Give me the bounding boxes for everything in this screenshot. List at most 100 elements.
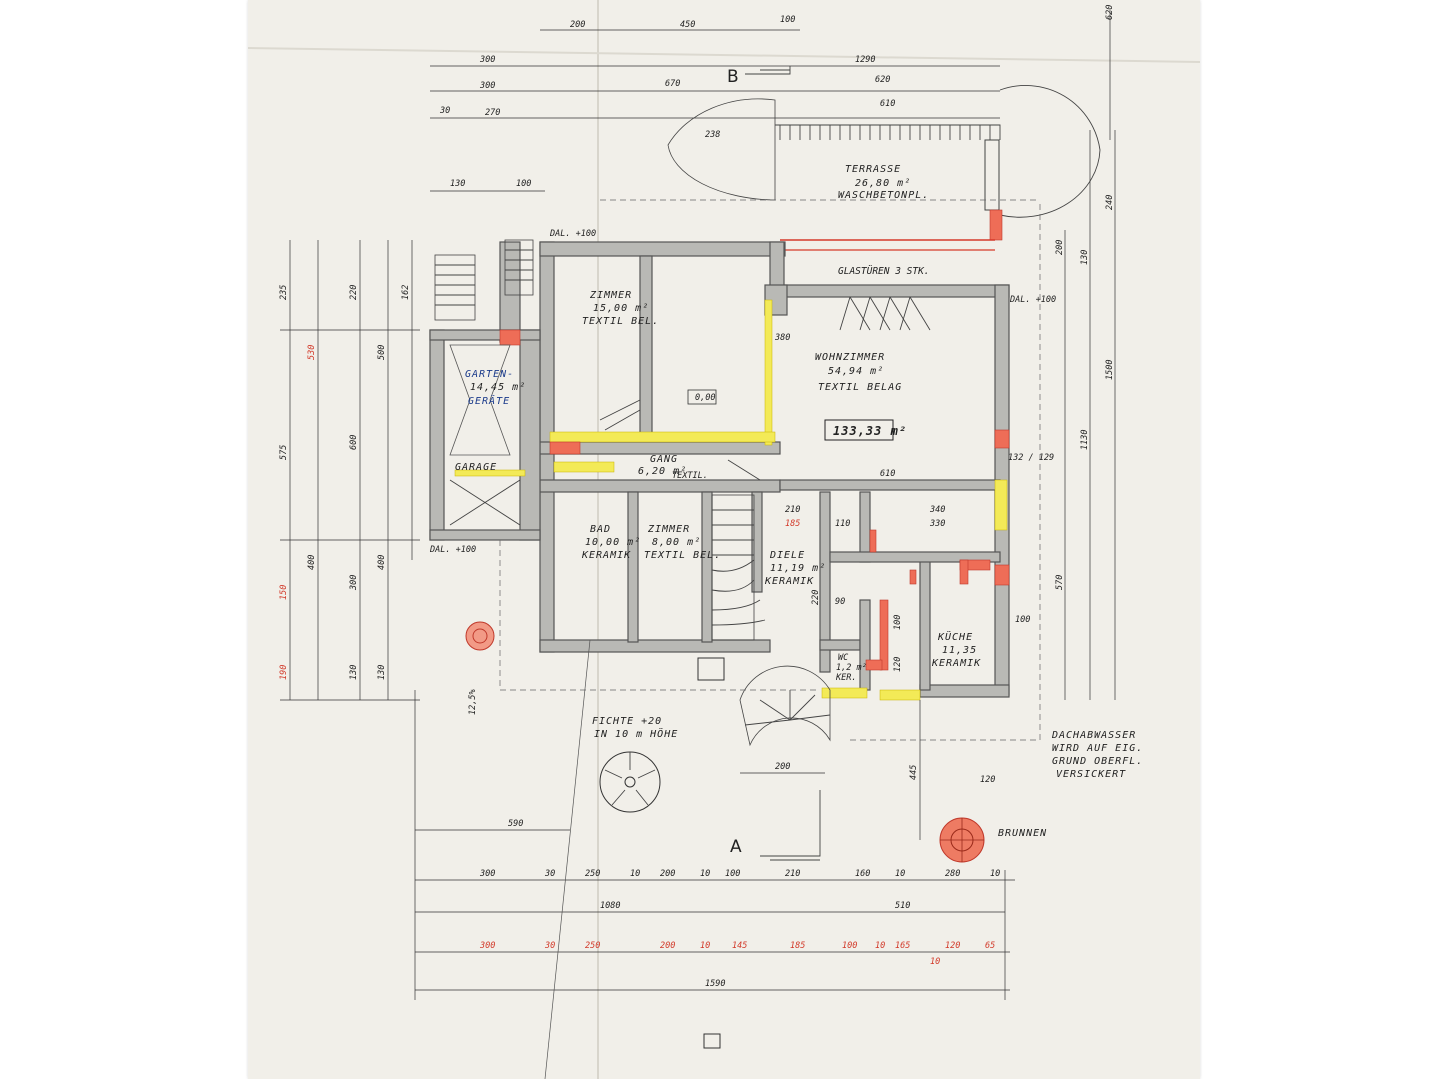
brunnen-label: BRUNNEN [998, 828, 1047, 839]
dim-top-238: 238 [705, 130, 720, 140]
dim-bottom-10b: 10 [700, 869, 710, 879]
tree-icon [465, 621, 495, 651]
dim-inner-610: 610 [880, 469, 895, 479]
dim-top-620: 620 [875, 75, 890, 85]
dim-right-200: 200 [1055, 240, 1065, 255]
garage-name1: GARTEN- [465, 369, 514, 380]
dim-left-530: 530 [307, 345, 317, 360]
dim-left-400b: 400 [307, 555, 317, 570]
dim-row3-165: 165 [895, 941, 910, 951]
dim-row3-10c: 10 [930, 957, 940, 967]
zimmer1-finish: TEXTIL BEL. [582, 316, 659, 327]
dim-row3-145: 145 [732, 941, 747, 951]
terrace-hatch [779, 125, 991, 140]
diele-area: 11,19 m² [770, 563, 826, 574]
dim-row3-100: 100 [842, 941, 857, 951]
dim-row3-30: 30 [544, 941, 555, 951]
garage-interior [449, 344, 521, 526]
dim-right-445: 445 [909, 765, 919, 780]
dim-top-270: 270 [485, 108, 500, 118]
bad-finish: KERAMIK [581, 550, 631, 561]
dim-bottom-100: 100 [725, 869, 740, 879]
dim-inner-120: 120 [893, 657, 903, 672]
section-mark-a: A [730, 837, 742, 857]
dim-left-575: 575 [279, 445, 289, 460]
dim-bottom-590: 590 [508, 819, 523, 829]
dim-bottom-250: 250 [585, 869, 600, 879]
dim-inner-210: 210 [785, 505, 800, 515]
dim-bottom-160: 160 [855, 869, 870, 879]
dim-top-130: 130 [450, 179, 465, 189]
garage-area: 14,45 m² [470, 382, 526, 393]
dim-left-190: 190 [279, 665, 289, 680]
stairs-inner [711, 494, 766, 641]
dach-note1: DACHABWASSER [1051, 730, 1136, 741]
dim-right-570: 570 [1055, 575, 1065, 590]
dim-right-130: 130 [1080, 250, 1090, 265]
glass-doors [839, 296, 931, 331]
total-area-box [824, 419, 894, 441]
dim-left-300: 300 [349, 575, 359, 591]
section-arrow-b [745, 66, 791, 75]
dim-bottom-510: 510 [895, 901, 910, 911]
dach-note2: WIRD AUF EIG. [1052, 743, 1143, 754]
gang-name: GANG [650, 454, 678, 465]
stairs-left [434, 239, 534, 321]
dach-note4: VERSICKERT [1056, 769, 1126, 780]
zimmer2-finish: TEXTIL BEL. [644, 550, 721, 561]
dim-right-100: 100 [1015, 615, 1030, 625]
dim-bottom-1080: 1080 [600, 901, 620, 911]
dim-bottom-10: 10 [630, 869, 640, 879]
zimmer1-name: ZIMMER [589, 290, 632, 301]
wc-finish: KER. [835, 673, 856, 683]
dim-inner-330: 330 [929, 519, 945, 529]
slope-note: 12,5% [468, 689, 478, 715]
dach-note3: GRUND OBERFL. [1052, 756, 1143, 767]
wohnzimmer-area: 54,94 m² [828, 366, 884, 377]
section-arrow-a [760, 790, 821, 861]
bad-area: 10,00 m² [585, 537, 641, 548]
dimension-lines-top [430, 10, 1111, 192]
dim-left-130b: 130 [377, 665, 387, 680]
zimmer2-name: ZIMMER [647, 524, 690, 535]
dim-inner-185: 185 [785, 519, 800, 529]
dim-row3-250: 250 [585, 941, 600, 951]
garage-name3: GARAGE [455, 462, 497, 473]
terrace-curved-edge [999, 85, 1101, 218]
level-note: 132 / 129 [1008, 453, 1054, 463]
wc-name: WC [838, 653, 849, 663]
dim-inner-220: 220 [811, 590, 821, 605]
dal-top-note: DAL. +100 [549, 229, 596, 239]
dim-row3-120: 120 [945, 941, 960, 951]
terrasse-name: TERRASSE [845, 164, 901, 175]
dim-right-1130: 1130 [1080, 430, 1090, 450]
plan-sheet [248, 0, 1200, 1079]
dim-row3-10: 10 [700, 941, 710, 951]
dim-right-1500: 1500 [1105, 360, 1115, 380]
dim-right-120: 120 [980, 775, 995, 785]
dim-top-450: 450 [680, 20, 695, 30]
stair-level-note: 0,00 [695, 393, 715, 403]
dim-top-300: 300 [479, 55, 495, 65]
dim-top-100b: 100 [516, 179, 531, 189]
section-mark-b: B [727, 67, 739, 87]
shaft-icon [703, 1033, 721, 1049]
terrace-column-red [989, 209, 1003, 241]
dimension-lines-right [919, 130, 1116, 840]
kueche-area: 11,35 [942, 645, 977, 656]
dim-top-1290: 1290 [855, 55, 875, 65]
dal-left-note: DAL. +100 [429, 545, 476, 555]
exterior-walls [429, 241, 1010, 698]
paper-fold-line [247, 47, 1201, 63]
terrasse-area: 26,80 m² [855, 178, 911, 189]
dim-inner-110: 110 [835, 519, 850, 529]
chimney-icon [697, 657, 725, 681]
dal-right-note: DAL. +100 [1009, 295, 1056, 305]
dim-inner-340: 340 [929, 505, 945, 515]
terrasse-finish: WASCHBETONPL. [838, 190, 929, 201]
wc-area: 1,2 m² [836, 663, 867, 673]
dim-top-300b: 300 [479, 81, 495, 91]
reference-line [544, 639, 591, 1079]
dim-top-610: 610 [880, 99, 895, 109]
kueche-finish: KERAMIK [931, 658, 981, 669]
